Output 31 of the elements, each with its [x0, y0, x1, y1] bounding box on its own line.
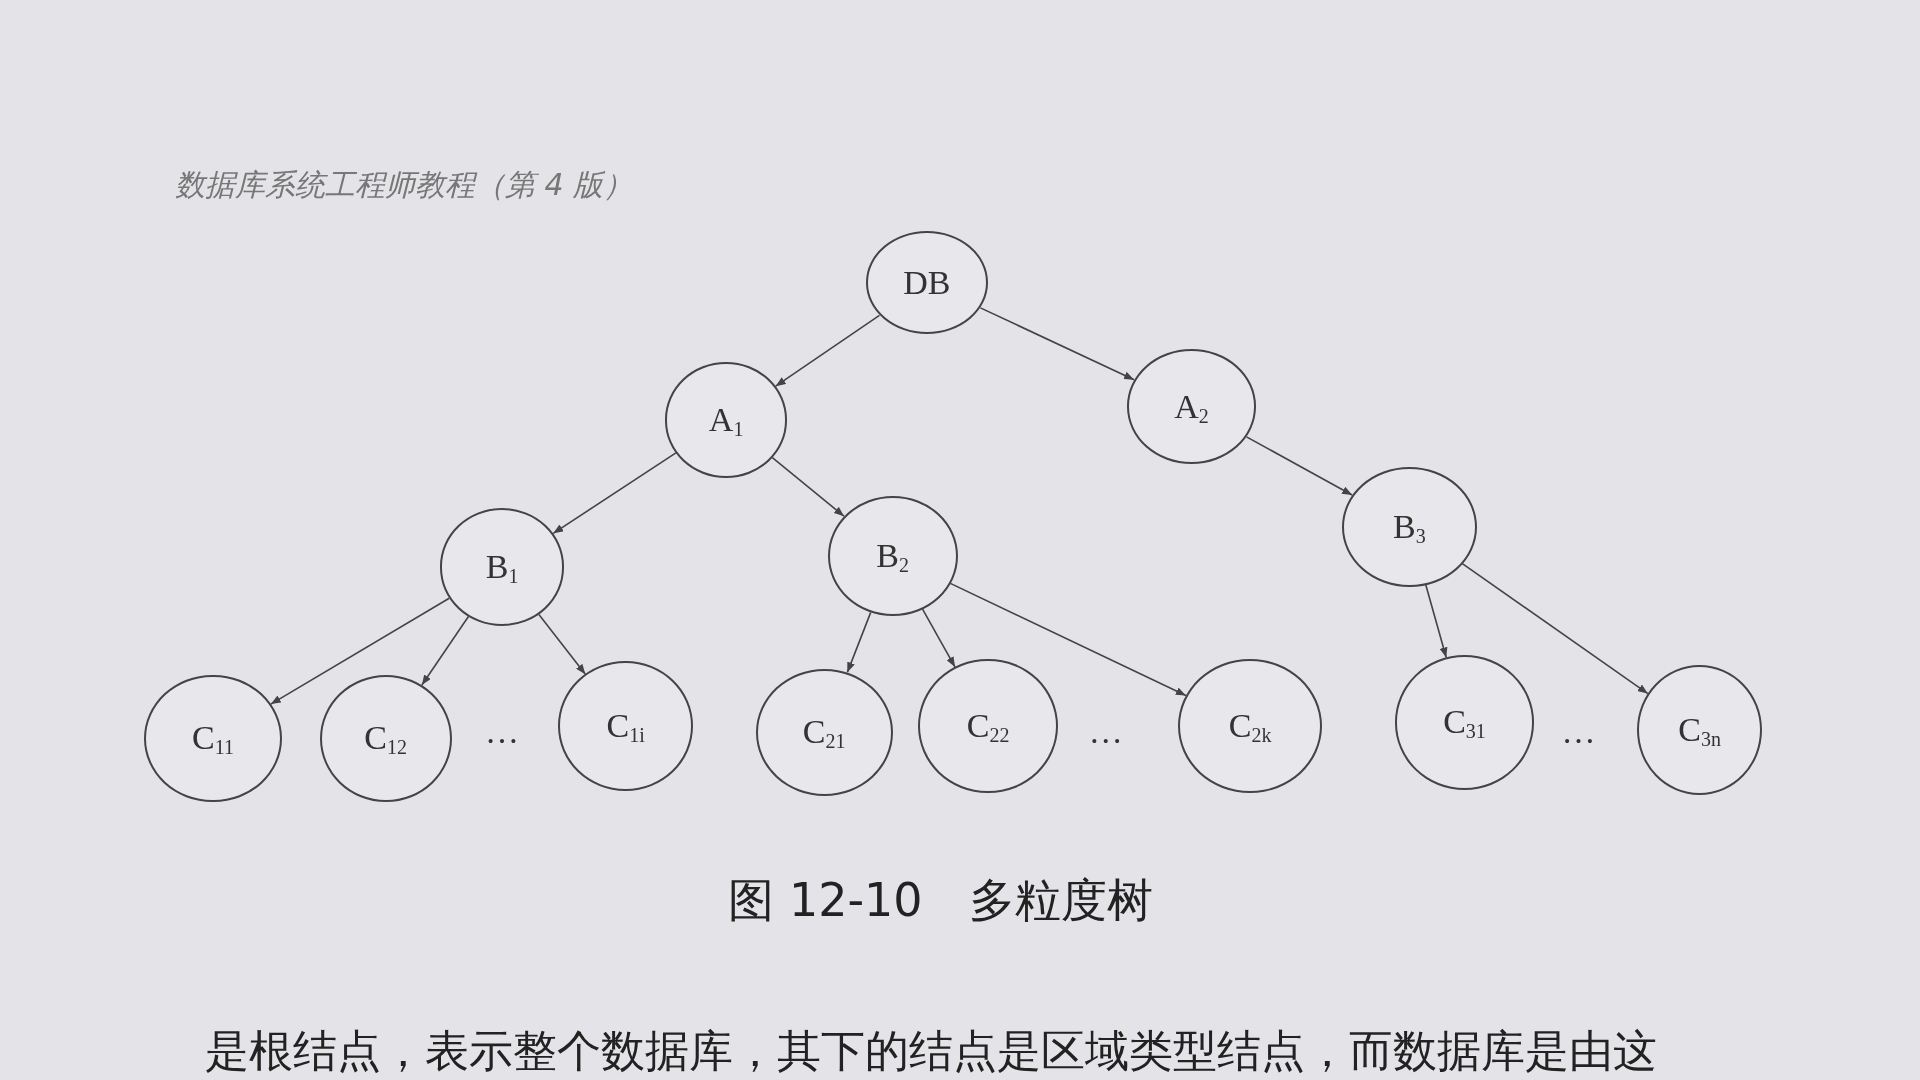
- ellipsis-mark: …: [1088, 711, 1123, 752]
- ellipsis-mark: …: [1561, 711, 1596, 752]
- body-text: 是根结点，表示整个数据库，其下的结点是区域类型结点，而数据库是由这: [204, 1023, 1657, 1078]
- arrow: [270, 597, 450, 705]
- node-label: C$_{31}$: [1443, 705, 1486, 740]
- arrow: [771, 456, 845, 517]
- figure-caption: 图 12-10 多粒度树: [728, 871, 1153, 929]
- ellipsis-mark: …: [485, 711, 520, 752]
- node-label: C$_{11}$: [192, 721, 235, 756]
- node-label: C$_{12}$: [364, 721, 408, 756]
- arrow: [1424, 583, 1448, 659]
- arrow: [921, 608, 956, 668]
- running-header: 数据库系统工程师教程（第 4 版）: [175, 165, 634, 204]
- node-label: C$_{22}$: [966, 709, 1010, 744]
- arrow: [538, 613, 587, 675]
- node-label: B$_{3}$: [1393, 509, 1426, 544]
- node-label: A$_{1}$: [708, 403, 744, 437]
- arrow: [774, 314, 881, 387]
- node-label: A$_{2}$: [1174, 389, 1209, 424]
- arrow: [1461, 562, 1649, 695]
- arrow: [552, 452, 677, 535]
- arrow: [421, 615, 470, 686]
- node-label: C$_{21}$: [802, 715, 846, 750]
- node-label: DB: [903, 265, 951, 300]
- node-label: B$_{2}$: [876, 538, 909, 573]
- node-label: C$_{1i}$: [606, 709, 645, 744]
- arrow: [949, 582, 1187, 697]
- node-label: C$_{2k}$: [1228, 709, 1272, 744]
- node-label: B$_{1}$: [485, 549, 519, 584]
- node-label: C$_{3n}$: [1678, 712, 1721, 747]
- arrow: [846, 611, 872, 674]
